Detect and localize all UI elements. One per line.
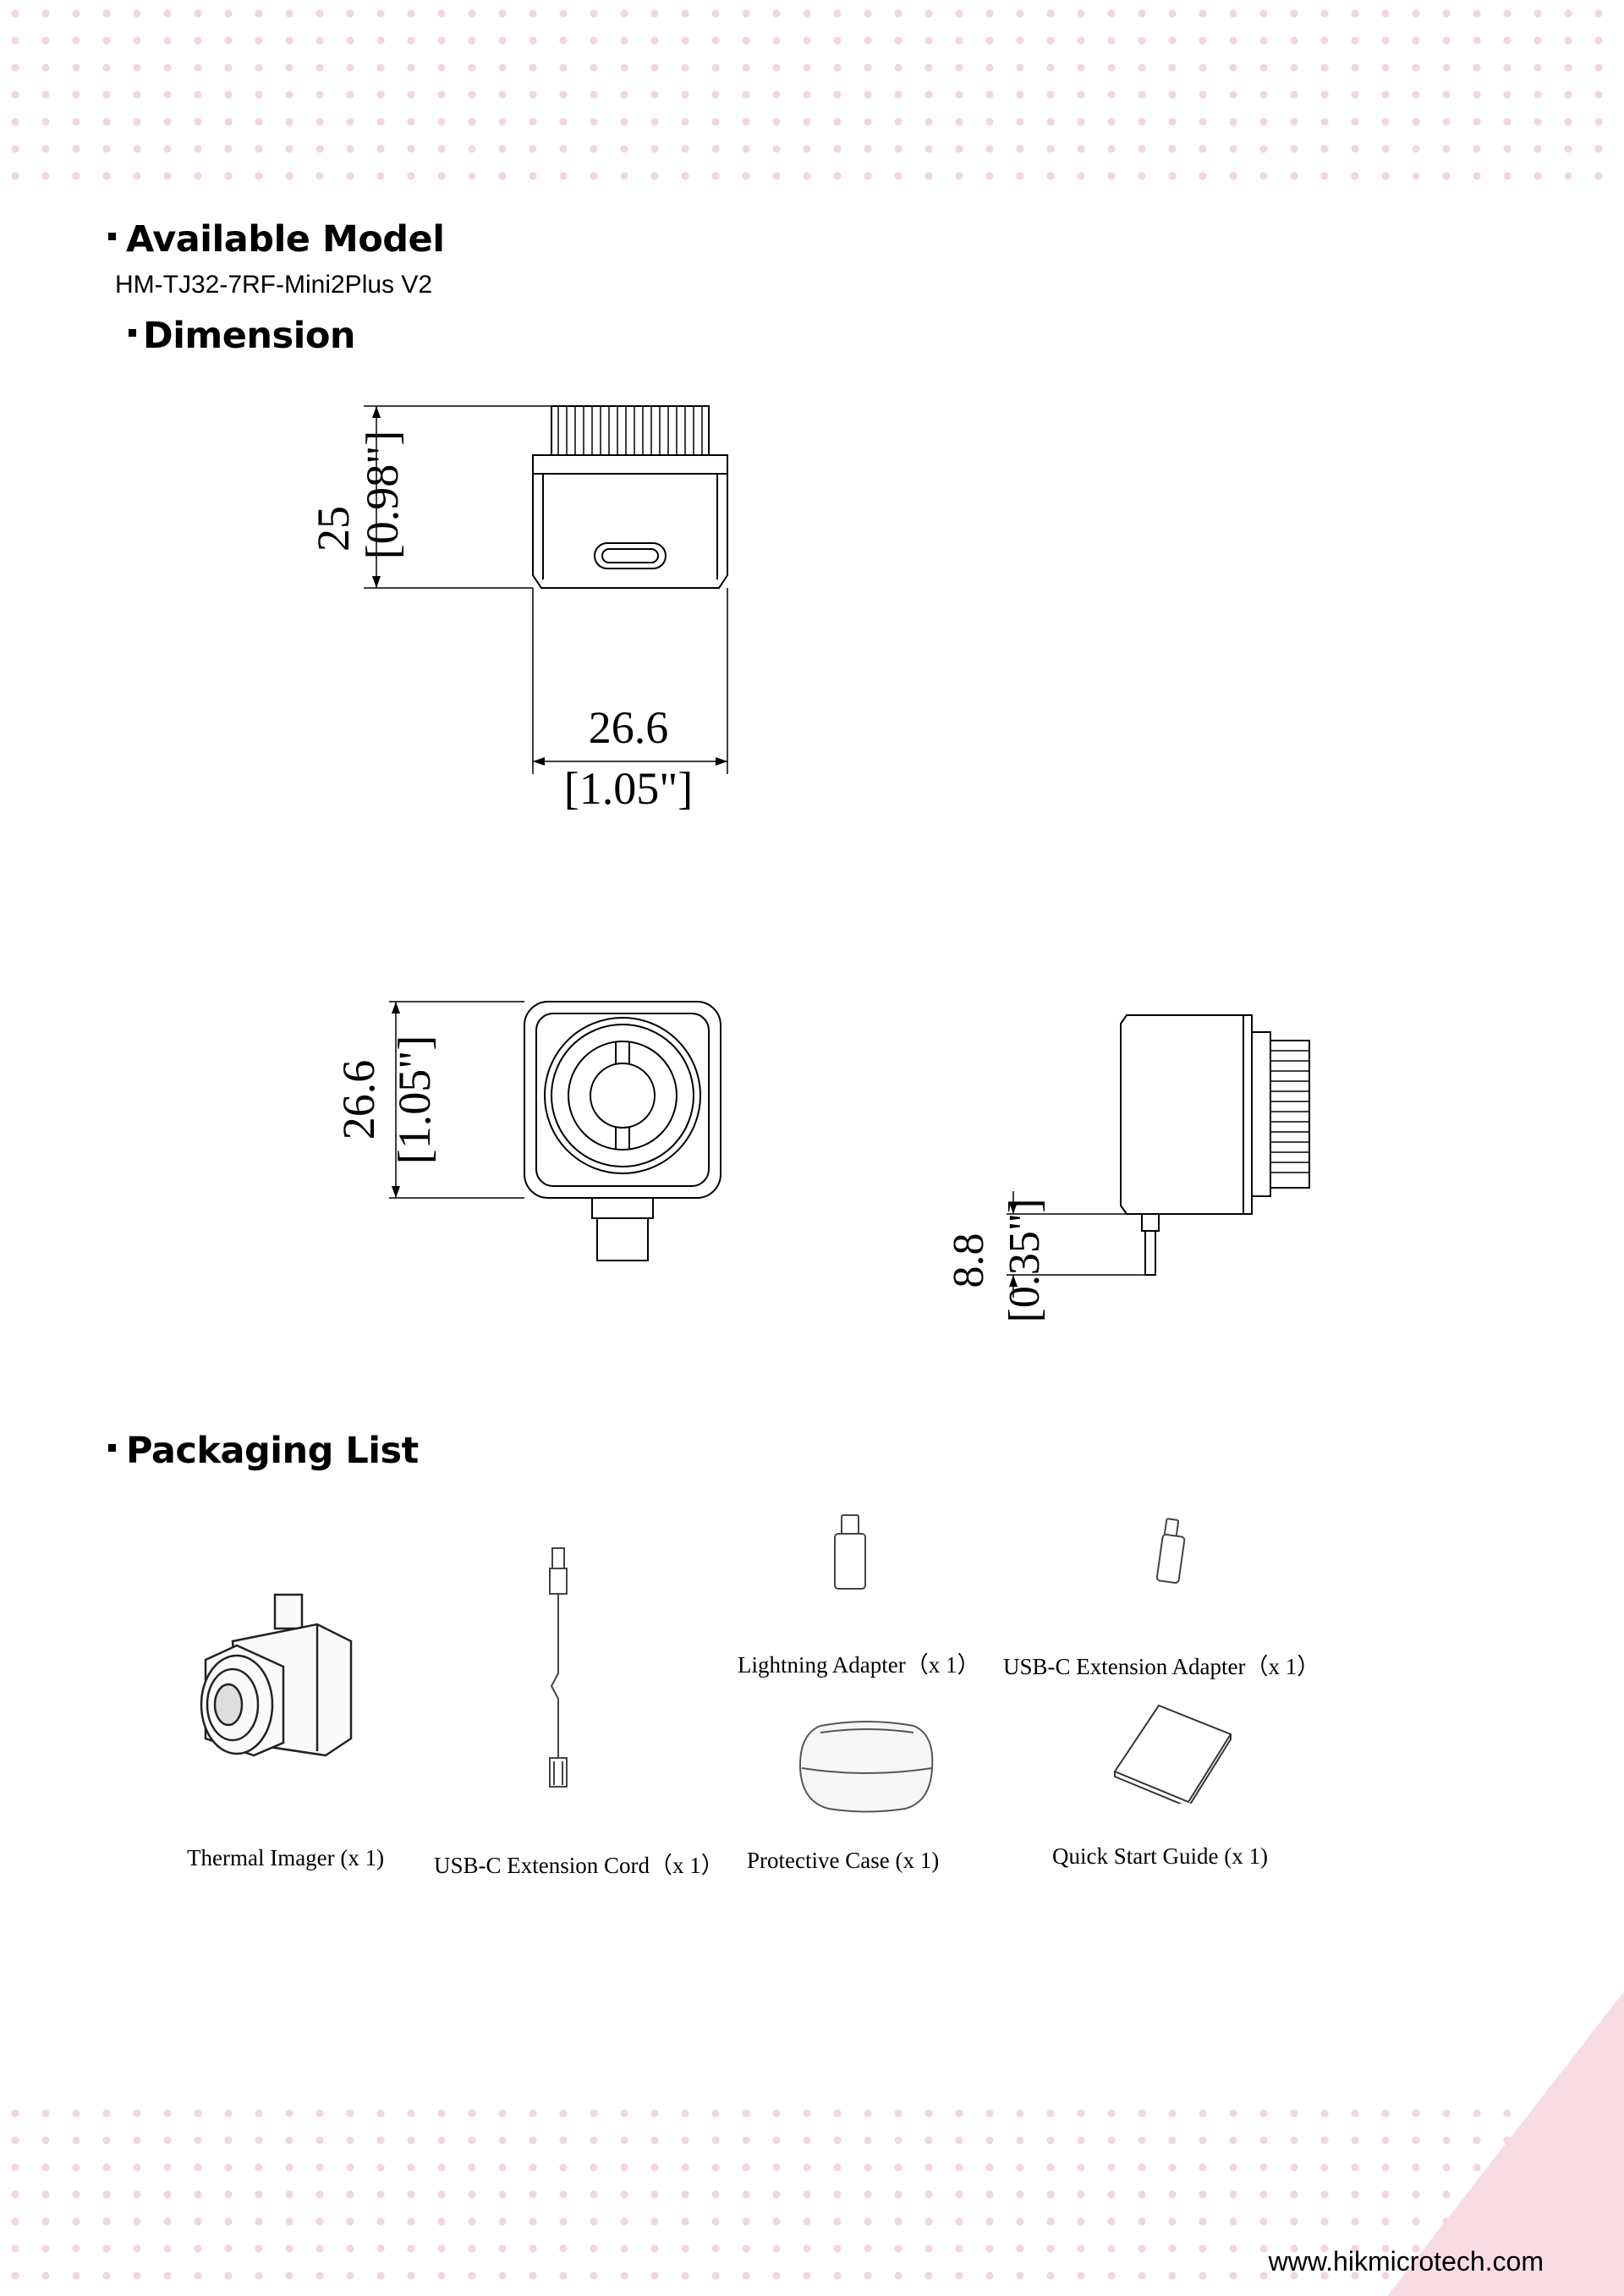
- side-view-drawing: 8.8 [0.35"]: [945, 1014, 1310, 1323]
- top-height-in: [0.98"]: [357, 431, 408, 560]
- packaging-list-heading: Packaging List: [108, 1430, 419, 1472]
- caption-protective-case: Protective Case (x 1): [747, 1848, 940, 1873]
- bullet-icon: [108, 233, 116, 240]
- front-height-in: [1.05"]: [389, 1035, 440, 1165]
- bullet-icon: [129, 329, 136, 337]
- available-model-heading: Available Model: [108, 218, 445, 261]
- front-height-mm: 26.6: [333, 1060, 384, 1140]
- top-width-mm: 26.6: [589, 702, 669, 753]
- top-width-in: [1.05"]: [564, 763, 694, 814]
- quick-start-guide-illustration: [1113, 1704, 1232, 1804]
- usb-c-extension-adapter-illustration: [1155, 1518, 1186, 1585]
- model-number: HM-TJ32-7RF-Mini2Plus V2: [115, 271, 433, 299]
- side-plug-in: [0.35"]: [1001, 1199, 1049, 1323]
- protective-case-illustration: [798, 1721, 934, 1813]
- packaging-list-heading-text: Packaging List: [126, 1430, 419, 1472]
- thermal-imager-illustration: [200, 1593, 353, 1757]
- available-model-heading-text: Available Model: [126, 218, 445, 261]
- decorative-dot-pattern-bottom: [0, 2093, 1624, 2296]
- caption-usb-c-extension-adapter: USB-C Extension Adapter（x 1）: [1003, 1654, 1320, 1679]
- caption-usb-c-extension-cord: USB-C Extension Cord（x 1）: [434, 1853, 724, 1878]
- decorative-corner-triangle: [1387, 1991, 1624, 2296]
- caption-quick-start-guide: Quick Start Guide (x 1): [1052, 1843, 1268, 1869]
- usb-c-extension-cord-illustration: [549, 1547, 568, 1788]
- lightning-adapter-illustration: [834, 1514, 866, 1590]
- front-view-drawing: 26.6 [1.05"]: [333, 1001, 721, 1261]
- bullet-icon: [108, 1444, 116, 1452]
- top-view-drawing: 25 [0.98"] 26.6 [1.05"]: [308, 405, 728, 814]
- side-plug-mm: 8.8: [945, 1233, 993, 1288]
- website-link[interactable]: www.hikmicrotech.com: [1268, 2246, 1544, 2277]
- caption-thermal-imager: Thermal Imager (x 1): [187, 1845, 385, 1870]
- dimension-heading: Dimension: [129, 315, 356, 357]
- caption-lightning-adapter: Lightning Adapter（x 1）: [738, 1652, 980, 1678]
- decorative-dot-pattern-top: [0, 0, 1624, 182]
- dimension-heading-text: Dimension: [143, 315, 356, 357]
- top-height-mm: 25: [308, 506, 359, 552]
